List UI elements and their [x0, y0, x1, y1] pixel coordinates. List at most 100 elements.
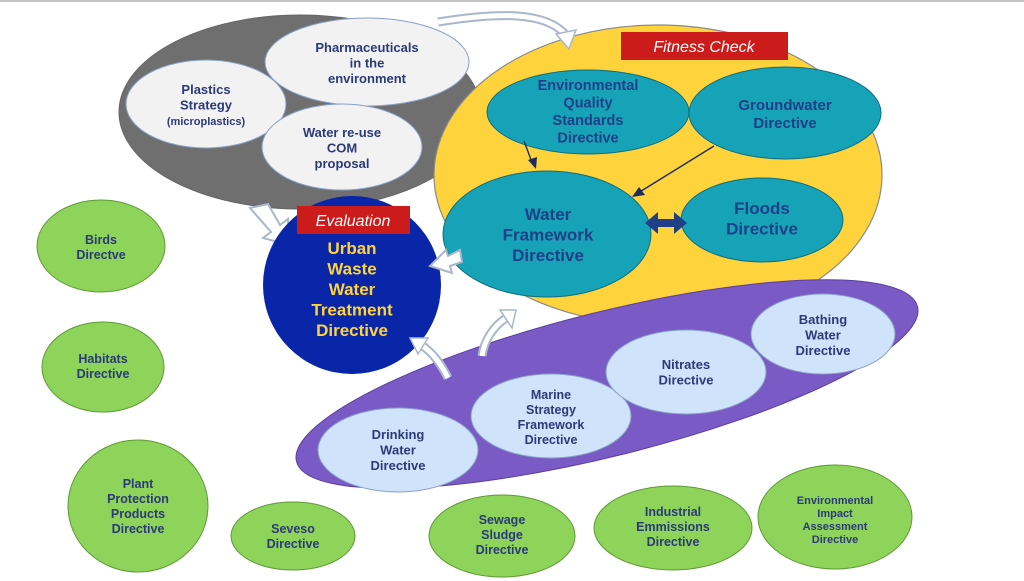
label-line: Directive: [512, 246, 584, 265]
arrow-groundwater-to-wfd: [637, 145, 715, 194]
birds-bubble: [36, 199, 166, 293]
label-line: (microplastics): [167, 116, 246, 128]
marine-strategy-bubble: [470, 373, 632, 459]
label-line: Marine: [531, 388, 571, 402]
label-line: Plastics: [181, 82, 230, 97]
label-line: Emmissions: [636, 520, 710, 534]
label-line: Strategy: [526, 403, 576, 417]
label-line: Directive: [112, 522, 165, 536]
label-line: Nitrates: [662, 357, 710, 372]
label-line: Quality: [563, 96, 612, 112]
label-line: Drinking: [372, 427, 425, 442]
label-line: Water: [380, 443, 416, 458]
label-line: Directive: [476, 543, 529, 557]
label-line: Pharmaceuticals: [315, 40, 418, 55]
label-line: Products: [111, 507, 165, 521]
industrial-emissions-bubble: [593, 485, 753, 571]
label-line: Treatment: [311, 301, 393, 320]
label-line: Water re-use: [303, 125, 381, 140]
label-line: Birds: [85, 233, 117, 247]
label-line: Sludge: [481, 528, 523, 542]
water-reuse-bubble: [261, 103, 423, 191]
plant-protection-bubble: [67, 439, 209, 573]
label-line: Water: [805, 328, 841, 343]
label-line: Directive: [316, 321, 388, 340]
label-line: Assessment: [803, 521, 868, 533]
label-line: Directive: [659, 373, 714, 388]
label-line: Water: [525, 205, 572, 224]
label-line: Framework: [503, 226, 594, 245]
label-line: Environmental: [538, 78, 639, 94]
label-line: Directive: [77, 367, 130, 381]
nitrates-bubble: [605, 329, 767, 415]
sewage-sludge-bubble: [428, 494, 576, 578]
label-line: Waste: [327, 260, 376, 279]
label-line: Sewage: [479, 513, 526, 527]
label-line: Directive: [812, 534, 858, 546]
fitness-check-label-box: [621, 32, 788, 60]
arrow-wfd-floods-bidirectional: [645, 212, 687, 234]
label-line: Habitats: [78, 352, 127, 366]
label-line: Directive: [557, 131, 618, 147]
arrow-uwwt-wfd: [428, 248, 464, 275]
label-line: Groundwater: [738, 97, 832, 114]
habitats-bubble: [41, 321, 165, 413]
arrow-purple-to-uwwt: [408, 337, 453, 381]
label-line: Directive: [796, 343, 851, 358]
evaluation-label-box: [297, 206, 410, 234]
label-line: Environmental: [797, 495, 873, 507]
evaluation-label: Evaluation: [316, 213, 391, 230]
groundwater-bubble: [688, 66, 882, 160]
label-line: Directive: [726, 220, 798, 239]
label-line: Directive: [647, 535, 700, 549]
wfd-bubble: [442, 170, 652, 298]
seveso-bubble: [230, 501, 356, 571]
label-line: Directive: [267, 537, 320, 551]
label-line: environment: [328, 71, 407, 86]
label-line: Plant: [123, 477, 154, 491]
label-line: Protection: [107, 492, 169, 506]
label-line: Framework: [518, 418, 585, 432]
label-line: in the: [350, 56, 385, 71]
label-line: Directve: [76, 248, 125, 262]
label-line: Directive: [525, 433, 578, 447]
fitness-check-label: Fitness Check: [653, 39, 755, 56]
label-line: Impact: [817, 508, 853, 520]
label-line: Bathing: [799, 312, 847, 327]
label-line: Strategy: [180, 98, 233, 113]
uwwt-circle: [263, 196, 441, 374]
drinking-water-bubble: [317, 407, 479, 493]
eia-bubble: [757, 464, 913, 570]
label-line: proposal: [315, 156, 370, 171]
label-line: Floods: [734, 199, 790, 218]
label-line: Water: [329, 280, 376, 299]
plastics-bubble: [125, 59, 287, 149]
label-line: Industrial: [645, 505, 701, 519]
label-line: Standards: [553, 113, 624, 129]
label-line: Directive: [753, 115, 816, 132]
bathing-water-bubble: [750, 293, 896, 375]
arrow-purple-to-fitness: [477, 309, 517, 357]
label-line: COM: [327, 141, 357, 156]
label-line: Directive: [371, 458, 426, 473]
label-line: Seveso: [271, 522, 315, 536]
